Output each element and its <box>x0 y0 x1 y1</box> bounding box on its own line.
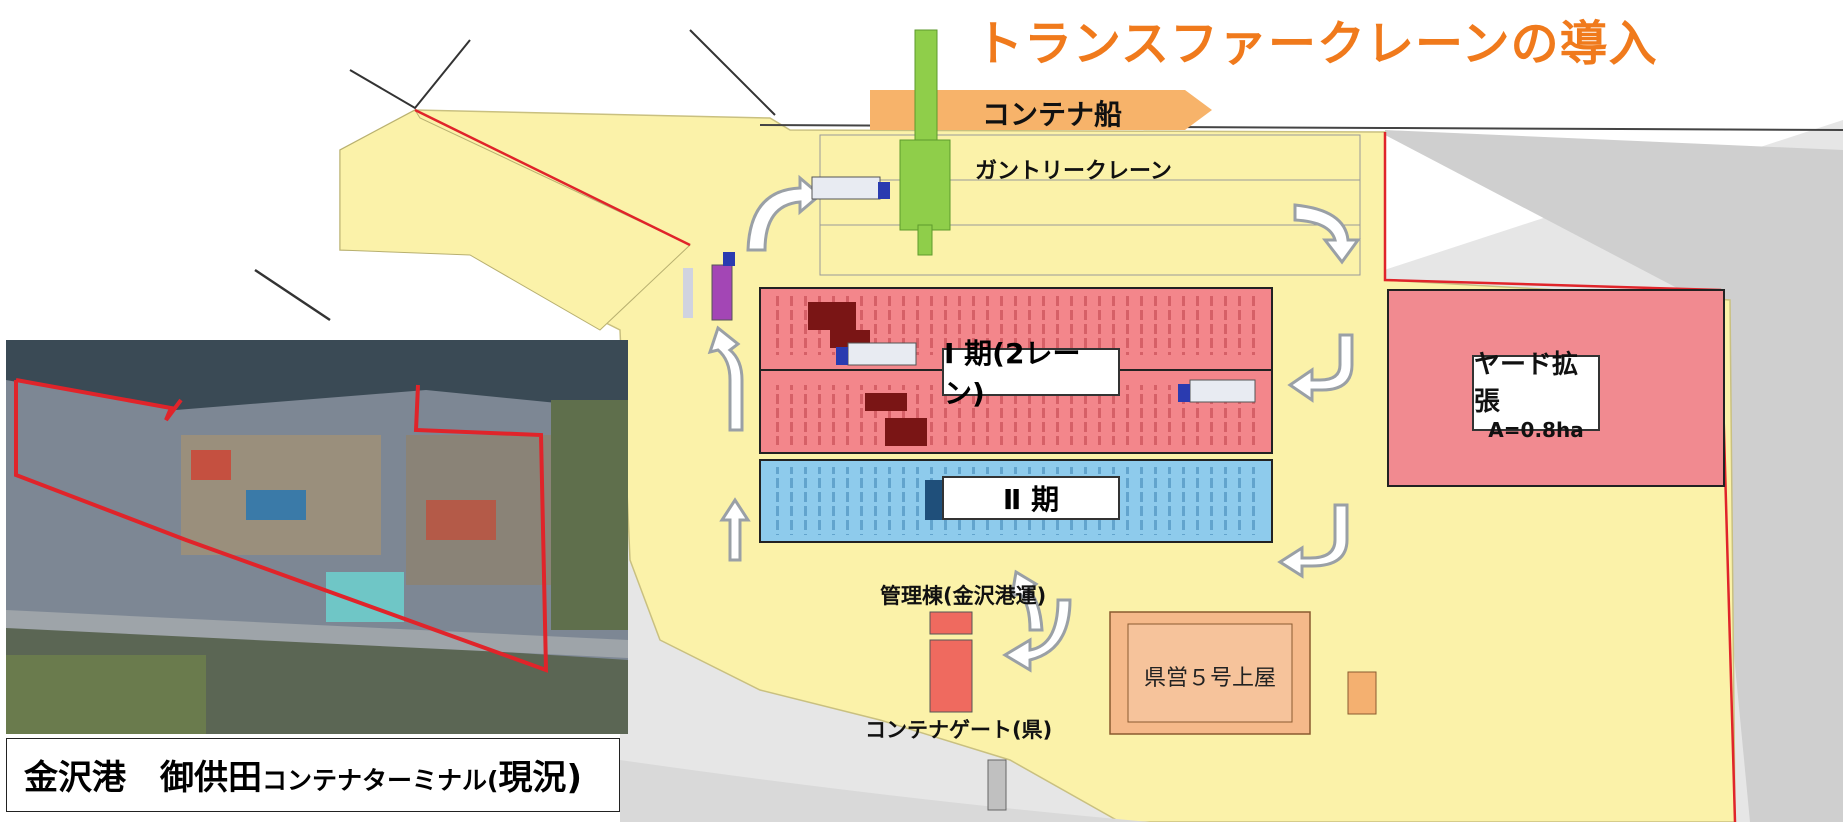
container-gate <box>929 639 973 713</box>
container-icon <box>808 302 856 330</box>
caption-status: 現況 <box>498 758 567 798</box>
terminal-boundary <box>414 108 691 247</box>
road-bottom <box>620 760 1150 822</box>
warehouse-inner <box>1127 623 1293 723</box>
terminal-boundary-right <box>1383 132 1737 822</box>
caption-close: ) <box>566 758 582 798</box>
gantry-crane-body <box>899 139 951 231</box>
admin-building-label: 管理棟(金沢港運) <box>880 584 1047 608</box>
caption-box <box>6 738 620 812</box>
warehouse-label: 県営５号上屋 <box>1144 666 1277 691</box>
photo-caption: 金沢港 御供田コンテナターミナル(現況) <box>24 750 582 799</box>
truck-icon <box>811 176 890 200</box>
yard-area-value: A=0.8ha <box>1488 418 1584 442</box>
truck-icon <box>711 252 735 321</box>
wharf-lines <box>349 39 471 110</box>
container-gate-label: コンテナゲート(県) <box>865 718 1053 742</box>
yard-expansion-title: ヤード拡張 <box>1474 350 1579 417</box>
container-ship-arrow <box>870 90 1212 130</box>
wharf-lines-2 <box>689 29 776 116</box>
truck-icon <box>1178 379 1256 403</box>
phase2-label-text: Ⅱ 期 <box>1002 483 1060 516</box>
aerial-photo <box>6 340 628 734</box>
caption-main: 金沢港 御供田 <box>24 758 262 798</box>
gantry-crane-label: ガントリークレーン <box>975 159 1172 184</box>
container-icon <box>885 418 927 446</box>
phase1-label: Ⅰ 期(2レーン) <box>942 337 1120 410</box>
yard-expansion-label: ヤード拡張 A=0.8ha <box>1472 350 1600 442</box>
truck-icon <box>836 342 917 366</box>
wharf-lines-3 <box>254 268 331 322</box>
page-title: トランスファークレーンの導入 <box>975 16 1658 72</box>
phase1-label-text: Ⅰ 期(2レーン) <box>944 337 1081 410</box>
gate-marker <box>987 759 1007 811</box>
container-ship-label: コンテナ船 <box>982 98 1123 131</box>
gate-post <box>683 268 693 318</box>
flow-arrow-icon <box>707 174 1361 673</box>
small-building <box>1347 671 1377 715</box>
container-icon <box>865 393 907 411</box>
gantry-crane-leg <box>917 224 933 256</box>
phase2-label: Ⅱ 期 <box>942 476 1120 520</box>
admin-building <box>929 611 973 635</box>
caption-suffix: コンテナターミナル( <box>262 766 499 795</box>
